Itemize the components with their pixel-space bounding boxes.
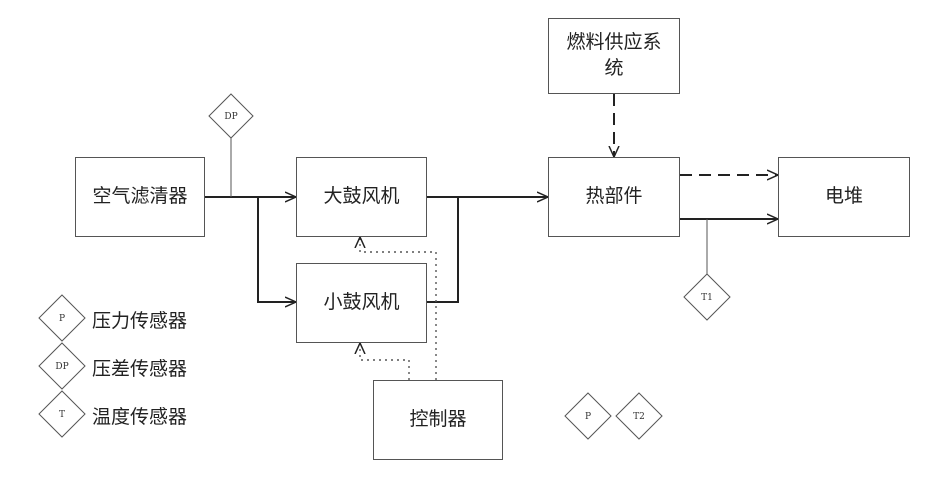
fuel-supply-label: 燃料供应系统 <box>563 30 665 81</box>
big-blower-label: 大鼓风机 <box>323 184 399 210</box>
legend-symbol-diff-pressure: DP <box>55 362 68 372</box>
arrow-filter-to-small-blower <box>258 197 296 302</box>
line-small-blower-merge <box>427 197 458 302</box>
air-filter-label: 空气滤清器 <box>92 184 187 210</box>
stack-box: 电堆 <box>778 157 910 237</box>
hot-part-box: 热部件 <box>548 157 680 237</box>
small-blower-box: 小鼓风机 <box>296 263 427 343</box>
p-sensor-label: P <box>585 412 591 422</box>
legend-diamond-temperature: T <box>39 391 85 437</box>
t2-sensor-label: T2 <box>633 412 645 422</box>
legend-diamond-pressure: P <box>39 295 85 341</box>
big-blower-box: 大鼓风机 <box>296 157 427 237</box>
legend-label-pressure: 压力传感器 <box>92 306 187 333</box>
stack-label: 电堆 <box>825 184 863 210</box>
legend-label-diff-pressure: 压差传感器 <box>92 354 187 381</box>
p-sensor-diamond: P <box>565 393 611 439</box>
hot-part-label: 热部件 <box>585 184 642 210</box>
dp-sensor-label: DP <box>224 112 237 122</box>
air-filter-box: 空气滤清器 <box>75 157 205 237</box>
small-blower-label: 小鼓风机 <box>323 290 399 316</box>
legend-diamond-diff-pressure: DP <box>39 343 85 389</box>
t1-sensor-diamond: T1 <box>684 274 730 320</box>
legend-symbol-pressure: P <box>59 314 65 324</box>
fuel-supply-box: 燃料供应系统 <box>548 18 680 94</box>
t2-sensor-diamond: T2 <box>616 393 662 439</box>
dp-sensor-diamond: DP <box>209 94 253 138</box>
legend-label-temperature: 温度传感器 <box>92 402 187 429</box>
signal-controller-to-small-blower <box>360 343 409 380</box>
controller-box: 控制器 <box>373 380 503 460</box>
controller-label: 控制器 <box>409 407 466 433</box>
legend-symbol-temperature: T <box>59 410 65 420</box>
t1-sensor-label: T1 <box>701 293 713 303</box>
